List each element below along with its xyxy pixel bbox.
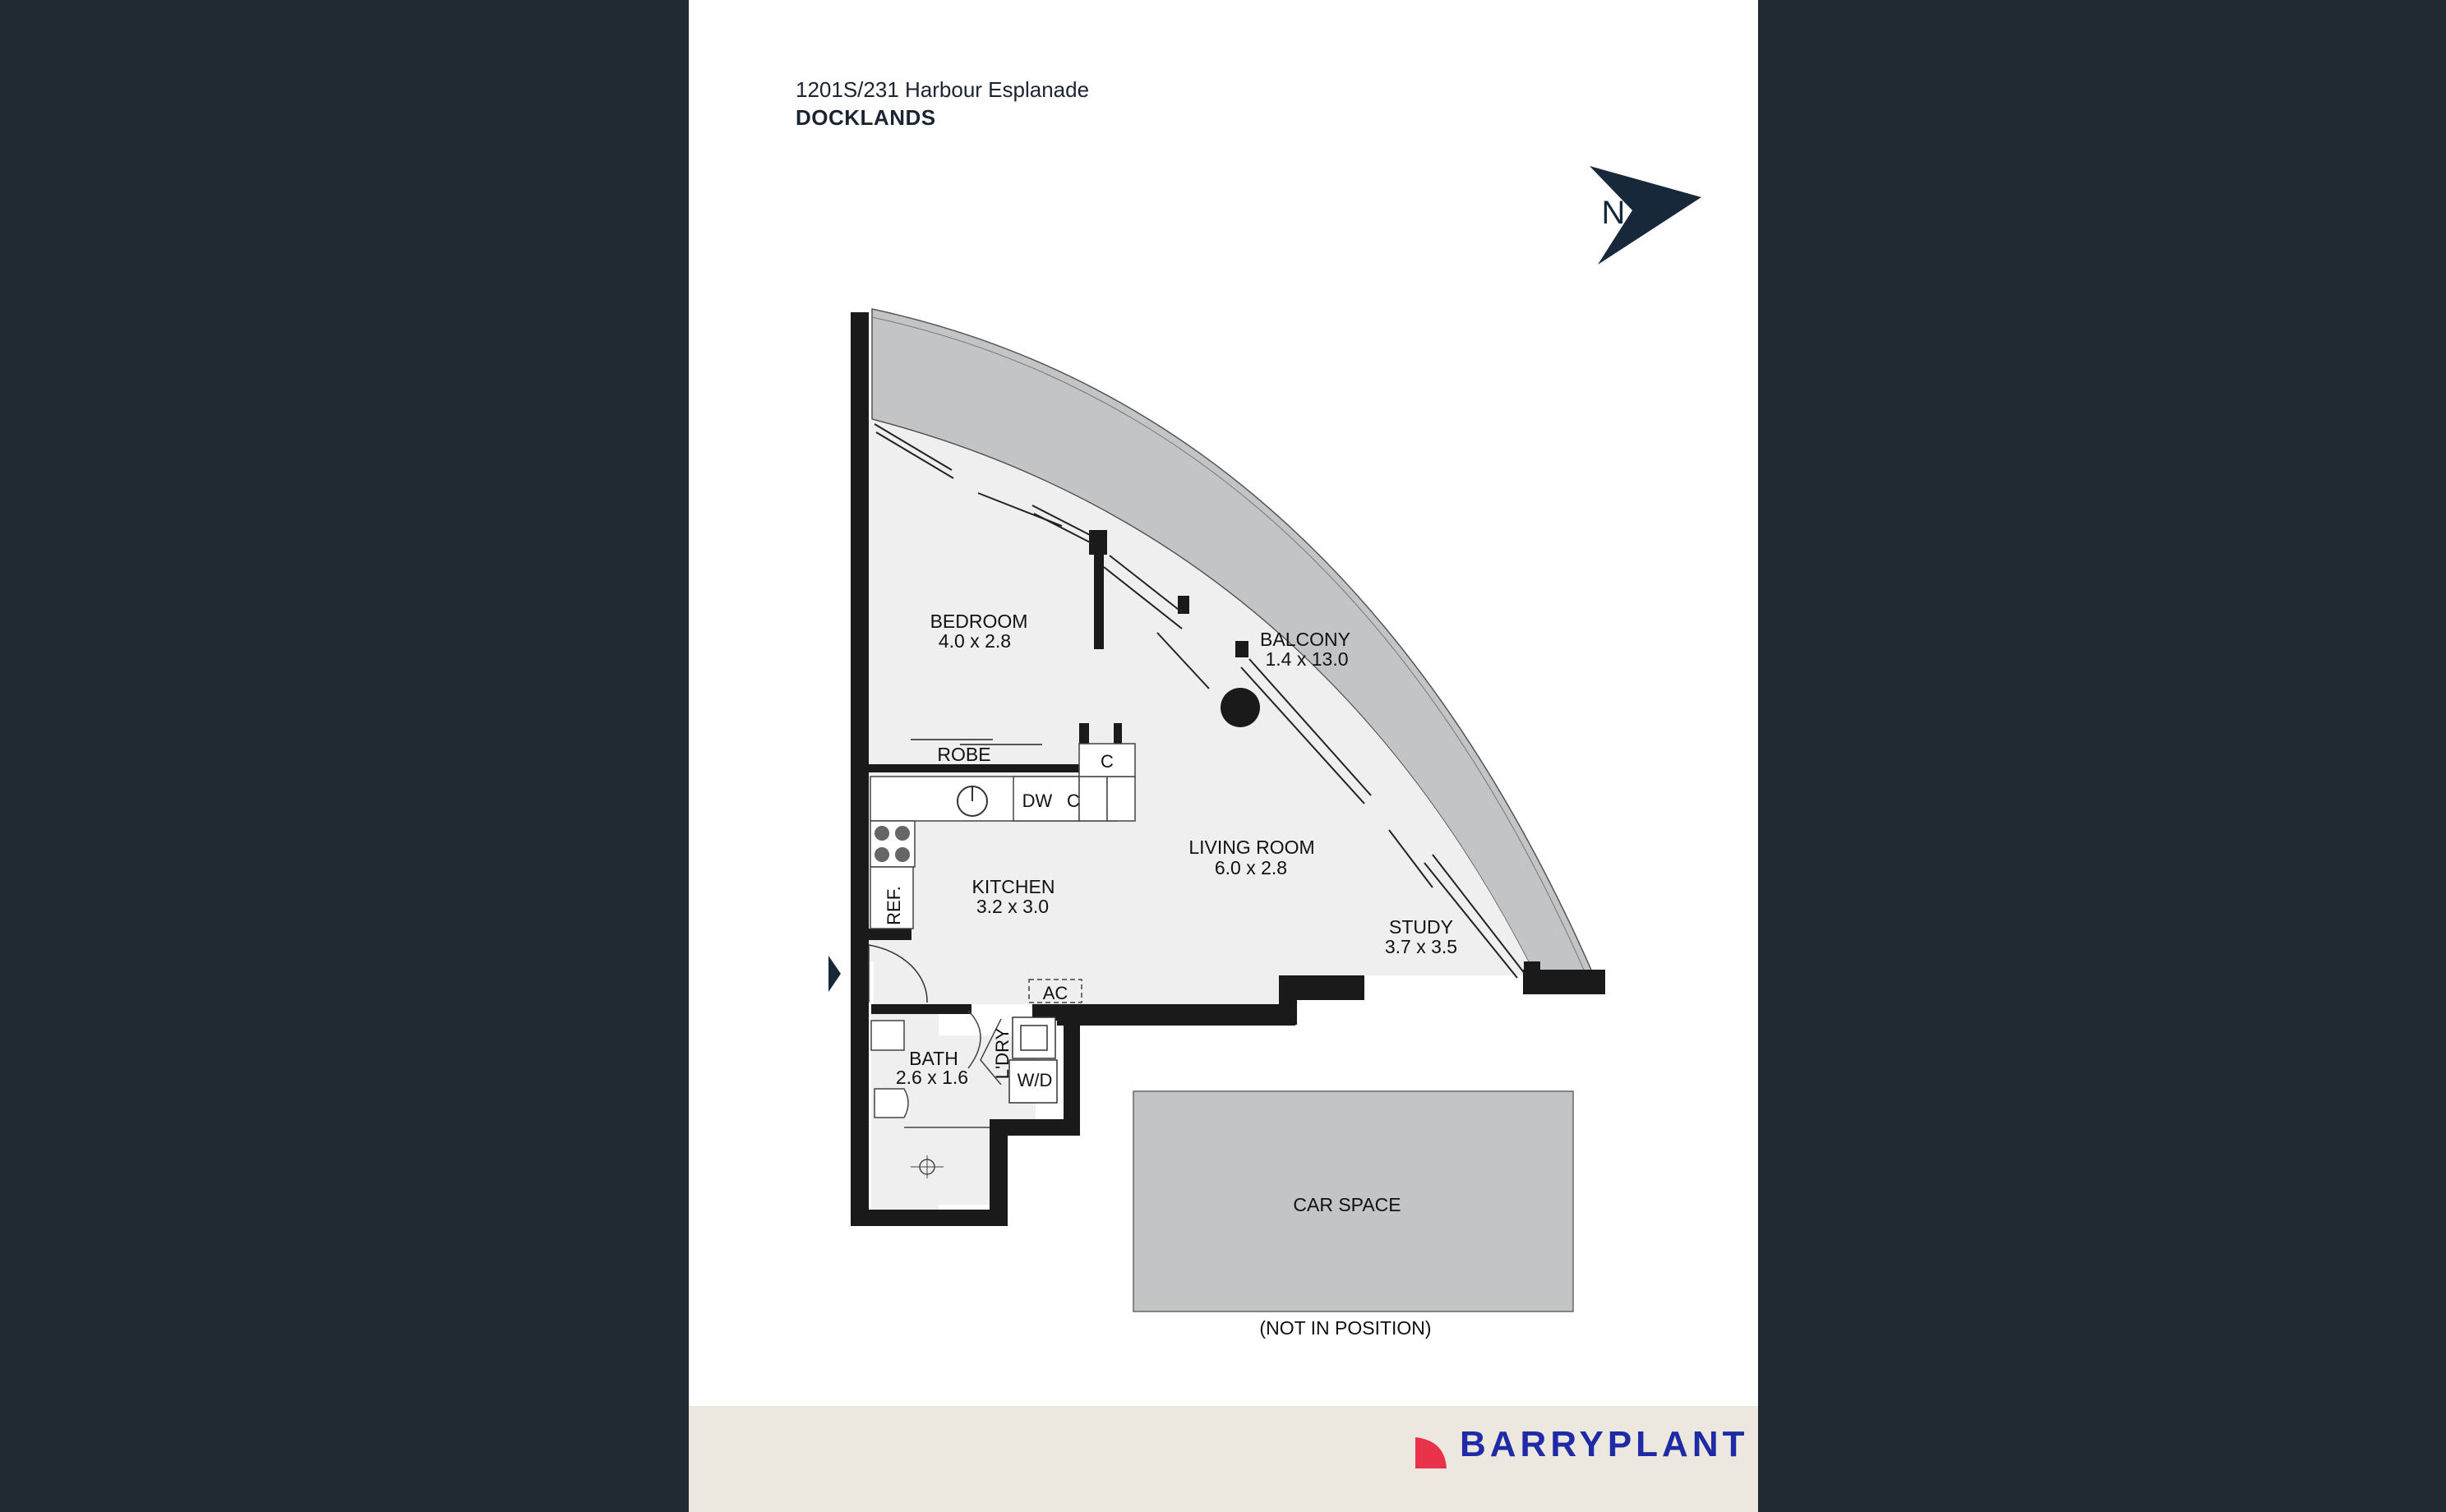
floorplan-sheet: 1201S/231 Harbour Esplanade DOCKLANDS N bbox=[689, 0, 1758, 1512]
kitchen-bench bbox=[870, 743, 1136, 929]
balcony-label: BALCONY bbox=[1260, 629, 1350, 650]
address-line: 1201S/231 Harbour Esplanade bbox=[796, 77, 1090, 102]
bath-label: BATH bbox=[909, 1048, 958, 1069]
north-arrow-icon: N bbox=[1590, 166, 1701, 265]
bath-size: 2.6 x 1.6 bbox=[896, 1067, 968, 1088]
bedroom-size: 4.0 x 2.8 bbox=[939, 630, 1011, 652]
kitchen-size: 3.2 x 3.0 bbox=[976, 896, 1049, 917]
living-room-size: 6.0 x 2.8 bbox=[1215, 857, 1287, 878]
dishwasher-label: DW bbox=[1022, 791, 1053, 811]
interior-floor bbox=[868, 419, 1535, 1089]
study-label: STUDY bbox=[1389, 916, 1453, 938]
barryplant-logo-icon bbox=[1415, 1437, 1447, 1468]
robe-label: ROBE bbox=[937, 744, 990, 765]
toilet-icon bbox=[874, 1088, 909, 1118]
floorplan-drawing: N bbox=[828, 166, 1701, 1339]
cupboard-label-2: C bbox=[1067, 791, 1080, 811]
ac-unit bbox=[1028, 979, 1082, 1003]
ac-label: AC bbox=[1043, 983, 1068, 1003]
bedroom-label: BEDROOM bbox=[930, 611, 1028, 632]
brand-name: BARRYPLANT bbox=[1460, 1424, 1749, 1464]
north-label: N bbox=[1602, 195, 1626, 231]
entry-door bbox=[868, 944, 928, 1003]
washer-dryer bbox=[1008, 1059, 1058, 1104]
living-room-label: LIVING ROOM bbox=[1188, 837, 1314, 858]
study-size: 3.7 x 3.5 bbox=[1385, 936, 1457, 957]
column bbox=[1221, 688, 1260, 727]
cooktop-icon bbox=[875, 826, 910, 862]
laundry-tub-icon bbox=[1012, 1016, 1056, 1059]
car-space bbox=[1133, 1090, 1574, 1312]
basin-icon bbox=[870, 1020, 905, 1051]
car-space-label: CAR SPACE bbox=[1293, 1194, 1401, 1215]
fridge-label: REF. bbox=[884, 886, 904, 925]
branding-footer bbox=[689, 1406, 1758, 1512]
kitchen-label: KITCHEN bbox=[972, 876, 1055, 897]
balcony-size: 1.4 x 13.0 bbox=[1265, 648, 1348, 670]
washer-dryer-label: W/D bbox=[1018, 1070, 1053, 1090]
laundry-label: L'DRY bbox=[992, 1027, 1013, 1079]
entry-arrow-icon bbox=[828, 956, 841, 992]
suburb-name: DOCKLANDS bbox=[796, 105, 936, 130]
car-space-note: (NOT IN POSITION) bbox=[1259, 1317, 1431, 1339]
cupboard-label: C bbox=[1101, 751, 1114, 772]
